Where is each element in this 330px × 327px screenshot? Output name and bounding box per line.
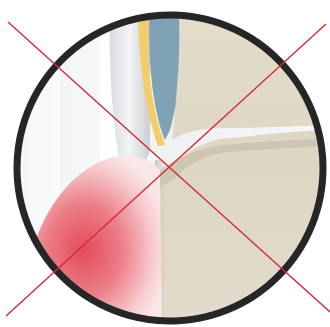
dental-illustration xyxy=(0,0,330,327)
